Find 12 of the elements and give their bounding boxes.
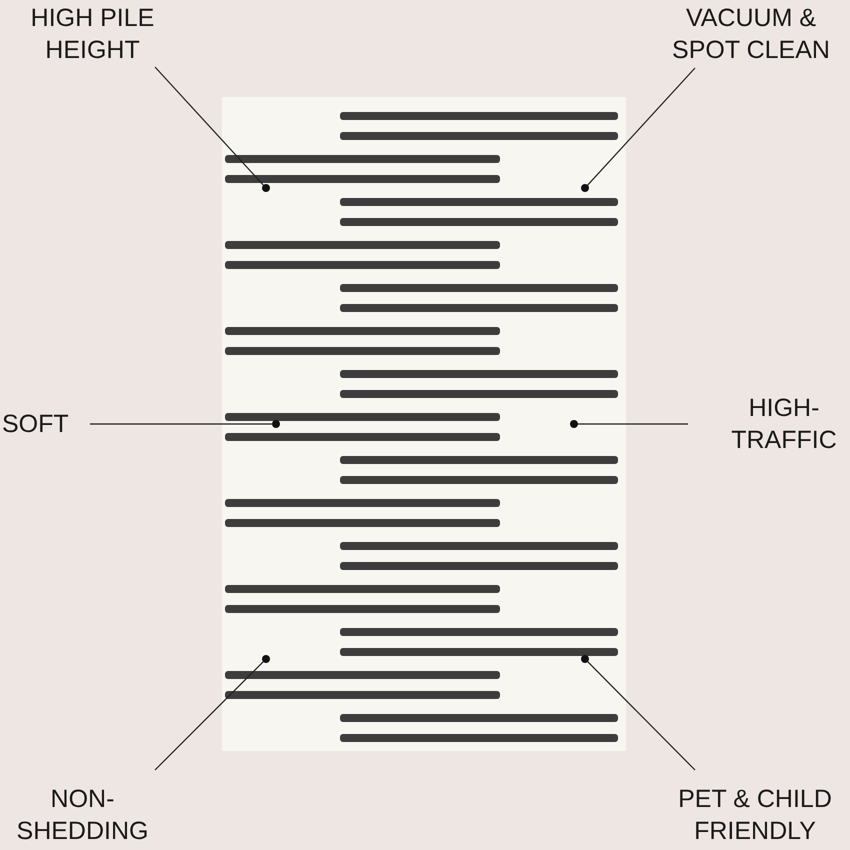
leader-line	[587, 68, 696, 186]
feature-label: SOFT	[2, 408, 92, 440]
feature-label: HIGH-TRAFFIC	[718, 392, 850, 456]
leader-line	[578, 423, 688, 425]
feature-label: PET & CHILD FRIENDLY	[660, 783, 850, 847]
leader-line	[154, 66, 264, 186]
feature-label: NON-SHEDDING	[0, 783, 165, 847]
leader-line	[90, 423, 272, 425]
feature-label: HIGH PILE HEIGHT	[0, 2, 185, 66]
feature-label: VACUUM & SPOT CLEAN	[652, 2, 850, 66]
leader-line	[154, 661, 264, 770]
leader-line	[587, 661, 696, 770]
